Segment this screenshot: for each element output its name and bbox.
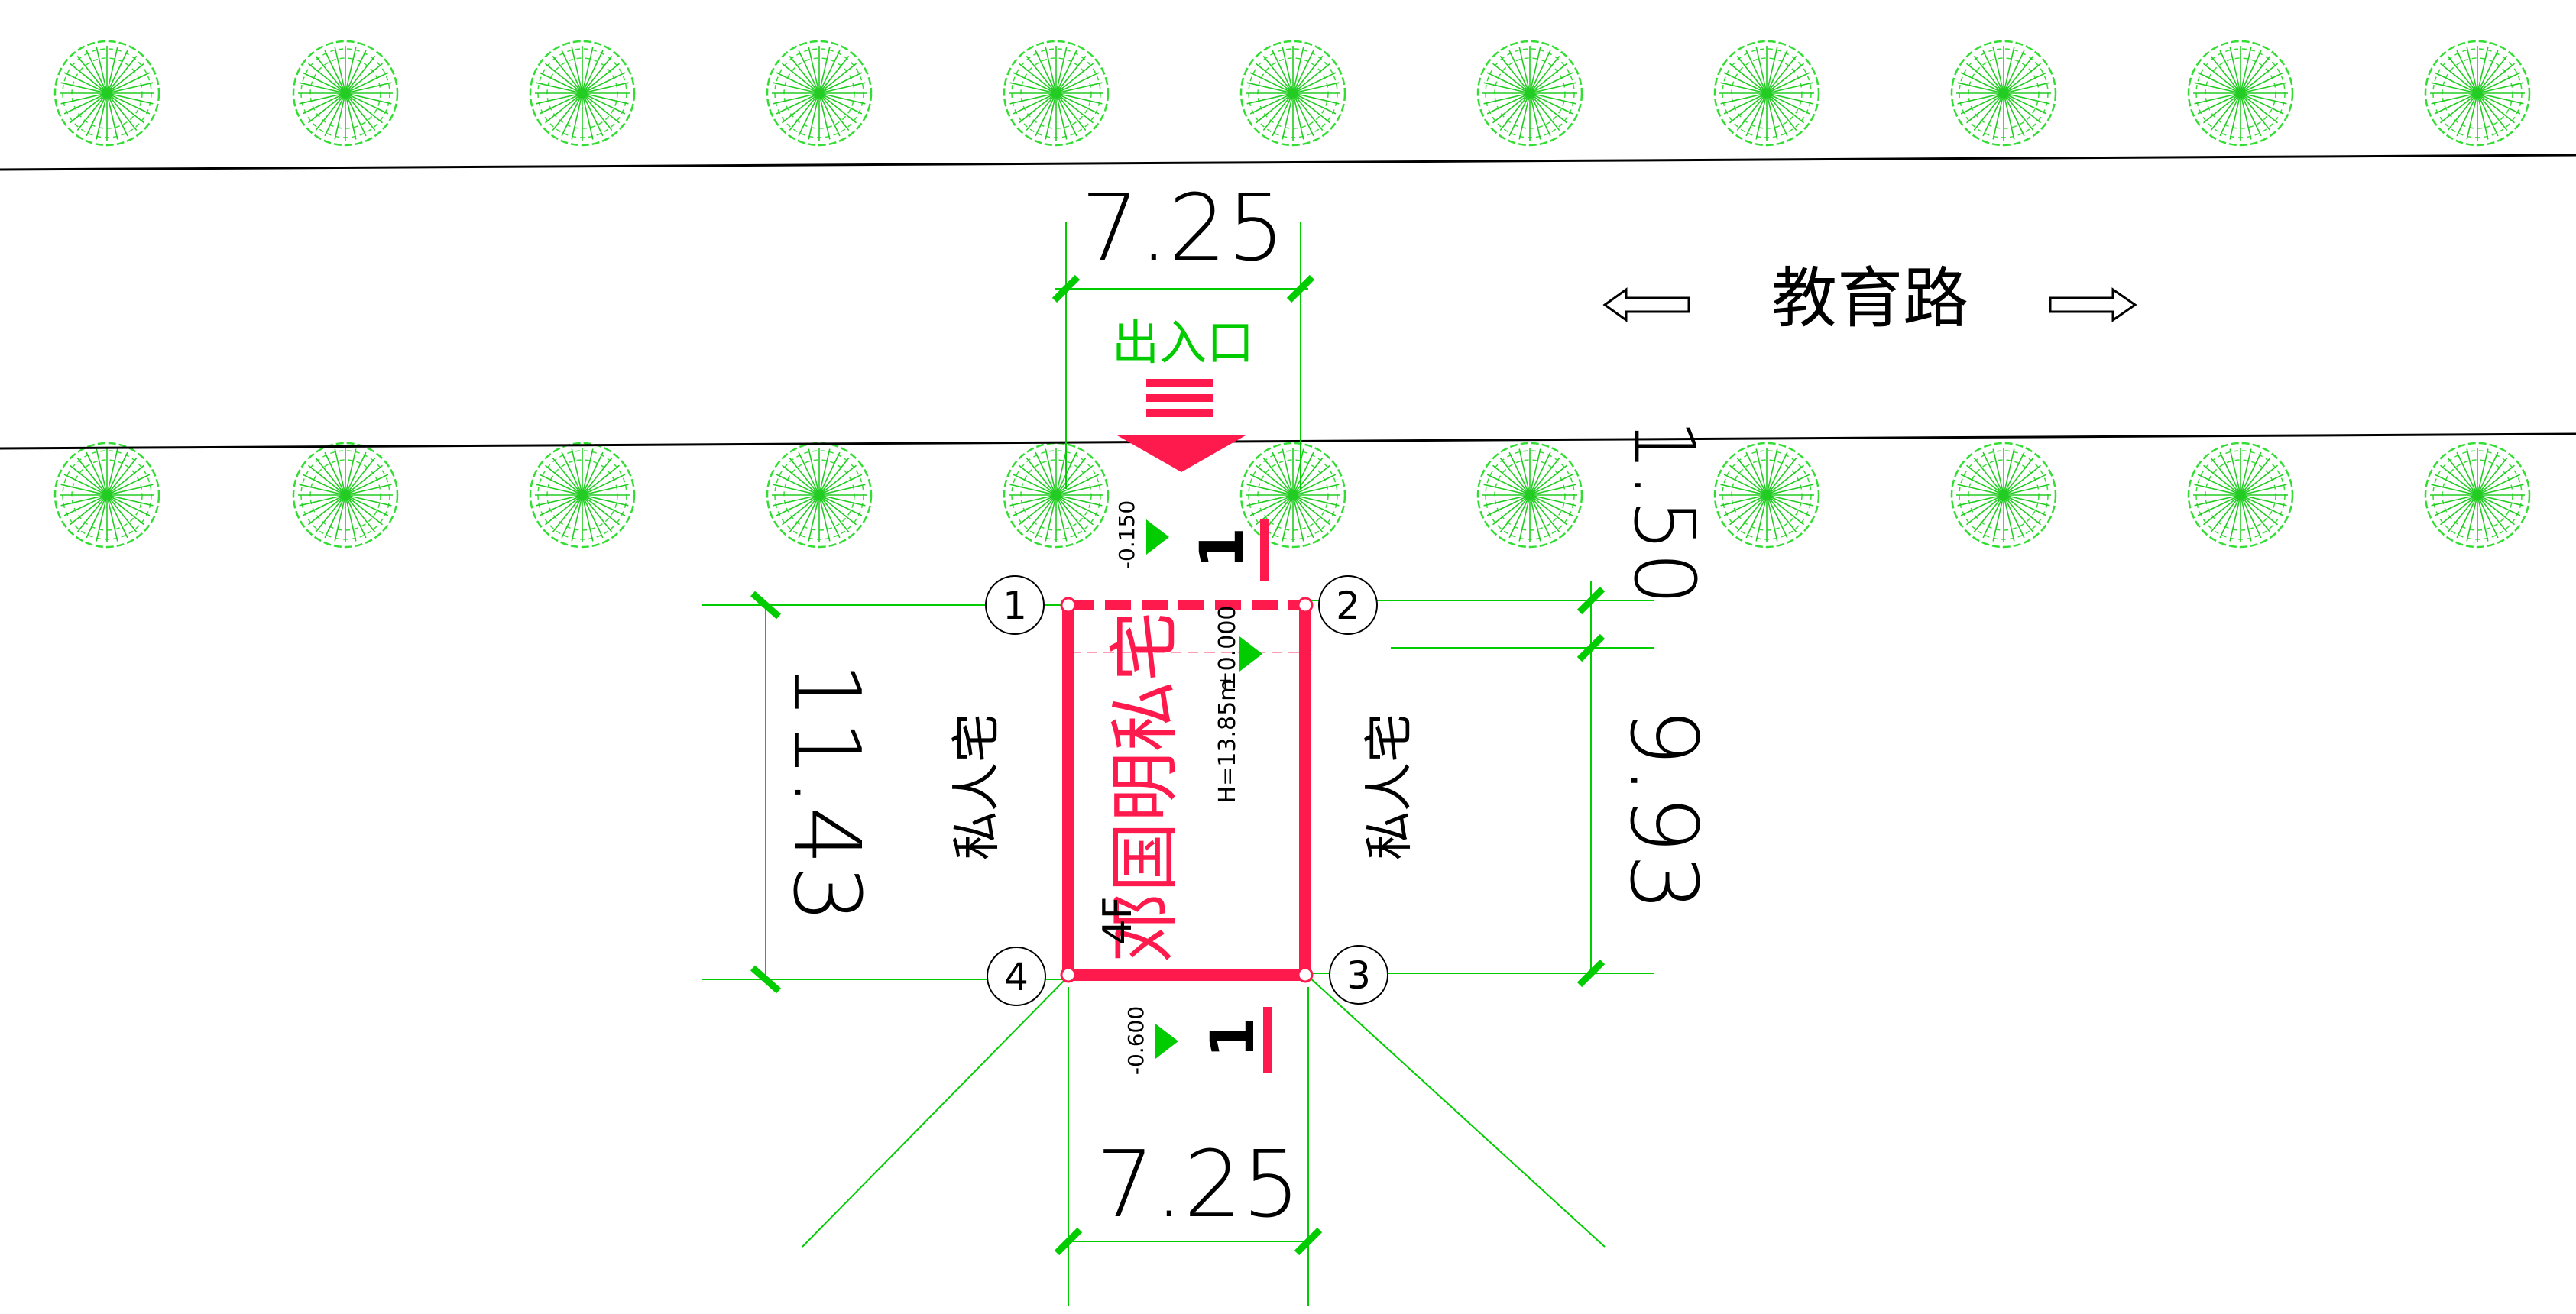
tree-icon xyxy=(529,40,636,147)
tree-icon xyxy=(1003,40,1110,147)
svg-text:2: 2 xyxy=(1336,584,1360,628)
section-mark-bottom: 1 xyxy=(1199,1007,1272,1073)
dimension-setback-text: 1.50 xyxy=(1615,419,1713,606)
svg-text:1: 1 xyxy=(1199,1017,1268,1058)
axis-marker-3: 3 xyxy=(1329,945,1388,1005)
tree-icon xyxy=(2187,442,2294,549)
entrance-label: 出入口 xyxy=(1112,315,1254,371)
tree-icon xyxy=(1950,442,2057,549)
entrance-arrow-icon xyxy=(1117,379,1246,472)
tree-rows xyxy=(53,40,2531,549)
neighbor-left-label: 私人宅 xyxy=(949,714,1006,860)
tree-icon xyxy=(292,40,399,147)
floor-level: ±0.000 xyxy=(1214,605,1241,690)
level-marker-top: -0.150 xyxy=(1114,500,1169,569)
dimension-top-width: 7.25 xyxy=(1051,176,1315,489)
road-edge-top xyxy=(0,154,2576,171)
level-marker-bottom-text: -0.600 xyxy=(1123,1006,1149,1075)
tree-icon xyxy=(1239,40,1346,147)
dimension-bottom-width-text: 7.25 xyxy=(1096,1132,1300,1238)
axis-marker-4: 4 xyxy=(987,947,1046,1006)
splay-line-right xyxy=(1307,976,1606,1248)
tree-icon xyxy=(766,40,873,147)
tree-icon xyxy=(766,442,873,549)
tree-icon xyxy=(1003,442,1110,549)
tree-icon xyxy=(2424,40,2531,147)
building-height: H=13.85m xyxy=(1214,679,1241,804)
level-marker-bottom: -0.600 xyxy=(1123,1006,1178,1075)
axis-marker-2: 2 xyxy=(1318,575,1378,635)
tree-icon xyxy=(292,442,399,549)
svg-text:1: 1 xyxy=(1003,584,1027,628)
neighbor-right-label: 私人宅 xyxy=(1362,714,1418,860)
level-triangle-icon xyxy=(1155,1024,1178,1059)
dimension-setback: 1.50 xyxy=(1299,419,1713,662)
dimension-left-depth-text: 11.43 xyxy=(773,661,879,924)
building-floors: 4F xyxy=(1095,897,1141,945)
building-owner-label: 邓国明私宅 xyxy=(1104,611,1186,963)
svg-text:3: 3 xyxy=(1346,953,1371,998)
road-edge-bottom xyxy=(0,432,2576,450)
tree-icon xyxy=(53,40,160,147)
level-triangle-icon xyxy=(1146,519,1169,555)
double-arrow-left-icon xyxy=(1602,287,1690,322)
svg-text:1: 1 xyxy=(1188,527,1257,568)
building-outline xyxy=(1060,597,1314,983)
dimension-bottom-width: 7.25 xyxy=(1054,987,1323,1306)
dimension-right-depth-text: 9.93 xyxy=(1609,707,1716,911)
tree-icon xyxy=(529,442,636,549)
tree-icon xyxy=(1713,40,1820,147)
tree-icon xyxy=(2424,442,2531,549)
svg-text:4: 4 xyxy=(1004,955,1029,999)
axis-marker-1: 1 xyxy=(985,575,1045,635)
tree-icon xyxy=(53,442,160,549)
dimension-right-depth: 9.93 xyxy=(1308,648,1716,988)
tree-icon xyxy=(2187,40,2294,147)
section-mark-top: 1 xyxy=(1188,519,1269,581)
tree-icon xyxy=(1476,40,1583,147)
tree-icon xyxy=(1476,442,1583,549)
road-label: 教育路 xyxy=(1771,261,1968,337)
tree-icon xyxy=(1713,442,1820,549)
splay-line-left xyxy=(802,976,1069,1248)
level-triangle-icon xyxy=(1239,636,1262,672)
tree-icon xyxy=(1950,40,2057,147)
level-marker-top-text: -0.150 xyxy=(1114,500,1139,569)
dimension-left-depth: 11.43 xyxy=(702,591,1066,994)
double-arrow-right-icon xyxy=(2049,287,2137,322)
dimension-top-width-text: 7.25 xyxy=(1081,176,1285,282)
